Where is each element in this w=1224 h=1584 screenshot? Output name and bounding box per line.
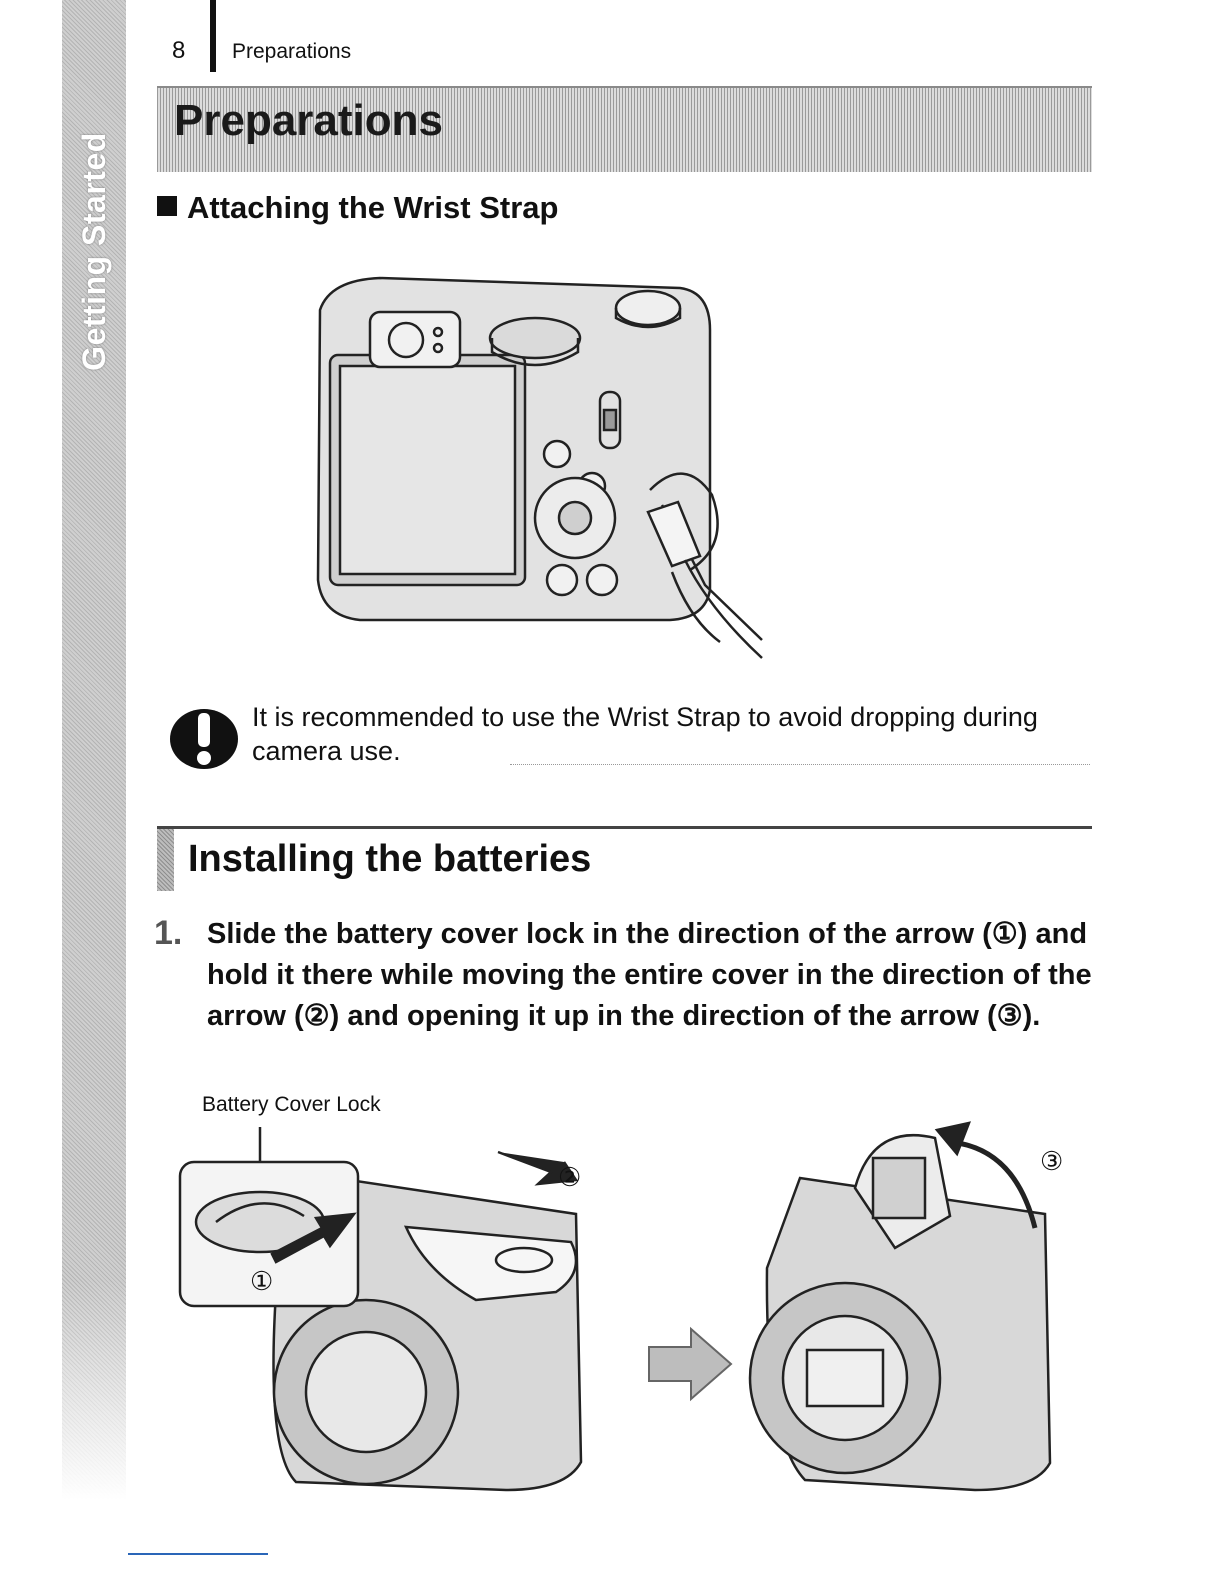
title-band <box>157 86 1092 172</box>
section-marker <box>157 829 174 891</box>
header-divider <box>210 0 216 72</box>
page-number: 8 <box>172 37 186 64</box>
battery-cover-open-step-b <box>748 1121 1052 1492</box>
caution-text: It is recommended to use the Wrist Strap… <box>252 702 1038 766</box>
section-rule <box>157 826 1092 829</box>
step-text: Slide the battery cover lock in the dire… <box>207 918 1092 1032</box>
marker-2: ② <box>558 1162 582 1192</box>
camera-wrist-strap-illustration <box>316 276 763 659</box>
header-section-name: Preparations <box>232 40 352 63</box>
side-tab-label-box: Getting Started <box>62 96 126 406</box>
subheading: Attaching the Wrist Strap <box>157 190 558 226</box>
battery-cover-lock-label: Battery Cover Lock <box>202 1093 381 1116</box>
section-title: Installing the batteries <box>188 838 592 880</box>
page-title: Preparations <box>174 96 443 145</box>
battery-cover-open-step-a <box>178 1127 583 1492</box>
caution-divider <box>510 764 1090 765</box>
marker-3: ③ <box>1040 1146 1064 1176</box>
subheading-label: Attaching the Wrist Strap <box>187 190 559 225</box>
next-step-arrow-icon <box>648 1326 733 1402</box>
marker-1: ① <box>250 1266 274 1296</box>
side-tab-label: Getting Started <box>75 131 112 371</box>
side-tab <box>62 0 126 1500</box>
step-number: 1. <box>154 914 183 952</box>
square-bullet-icon <box>157 196 177 216</box>
footer-rule <box>128 1553 268 1555</box>
caution-icon <box>170 709 238 769</box>
